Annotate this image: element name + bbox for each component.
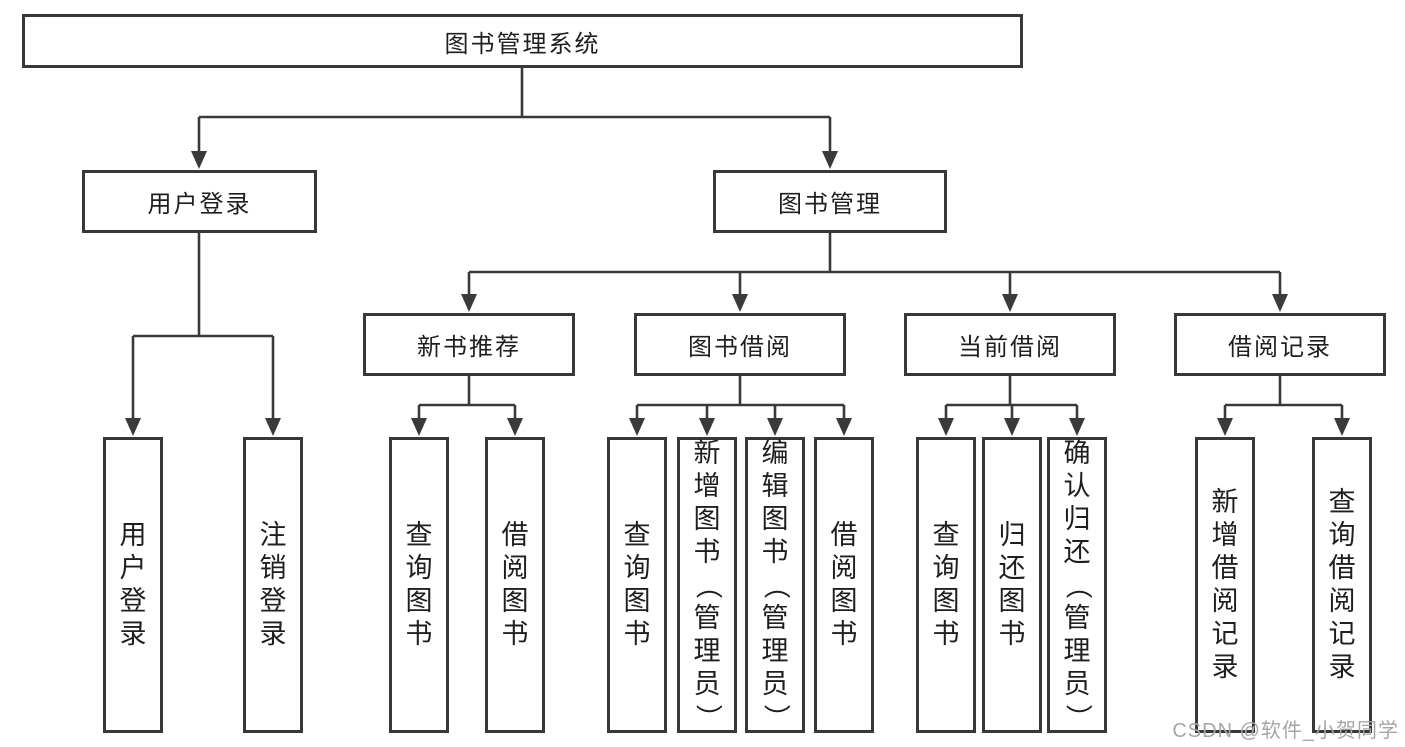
- node-current-borrow-label: 当前借阅: [958, 334, 1062, 361]
- node-book-borrow: 图书借阅: [634, 313, 846, 376]
- connector-lines: [197, 68, 832, 152]
- connector-new-books-to-leaves: [411, 376, 523, 436]
- leaf-borrow-add-books-admin: 新增图书（管理员）: [677, 437, 737, 733]
- connector-lines: [1223, 376, 1344, 419]
- arrowhead-icon: [1217, 418, 1233, 436]
- leaf-user-login: 用户登录: [103, 437, 163, 733]
- connector-root-to-level1: [191, 68, 838, 169]
- leaf-records-query-record: 查询借阅记录: [1312, 437, 1372, 733]
- leaf-newbooks-query-books: 查询图书: [389, 437, 449, 733]
- arrowhead-icon: [629, 418, 645, 436]
- leaf-records-add-record: 新增借阅记录: [1195, 437, 1255, 733]
- connector-lines: [417, 376, 517, 419]
- node-user-login-label: 用户登录: [147, 191, 252, 218]
- arrowhead-icon: [767, 418, 783, 436]
- connector-lines: [944, 376, 1079, 419]
- arrowhead-icon: [1069, 418, 1085, 436]
- leaf-borrow-edit-books-admin: 编辑图书（管理员）: [745, 437, 805, 733]
- node-book-borrow-label: 图书借阅: [688, 334, 792, 361]
- arrowhead-icon: [699, 418, 715, 436]
- arrowhead-icon: [1002, 294, 1018, 312]
- leaf-newbooks-borrow-books: 借阅图书: [485, 437, 545, 733]
- csdn-watermark: CSDN @软件_小贺同学: [1172, 720, 1399, 742]
- arrowhead-icon: [265, 418, 281, 436]
- node-book-management-label: 图书管理: [778, 191, 882, 218]
- arrowhead-icon: [732, 294, 748, 312]
- arrowhead-icon: [461, 294, 477, 312]
- node-root: 图书管理系统: [22, 14, 1023, 68]
- leaf-borrow-query-books: 查询图书: [607, 437, 667, 733]
- leaf-logout: 注销登录: [243, 437, 303, 733]
- arrowhead-icon: [507, 418, 523, 436]
- node-borrow-record-label: 借阅记录: [1228, 334, 1332, 361]
- node-borrow-record: 借阅记录: [1174, 313, 1386, 376]
- connector-lines: [467, 233, 1282, 295]
- arrowhead-icon: [411, 418, 427, 436]
- arrowhead-icon: [125, 418, 141, 436]
- connector-borrow-to-leaves: [629, 376, 852, 436]
- node-new-book-recommend-label: 新书推荐: [417, 334, 521, 361]
- node-current-borrow: 当前借阅: [904, 313, 1116, 376]
- arrowhead-icon: [191, 151, 207, 169]
- node-book-management: 图书管理: [713, 170, 947, 233]
- connector-user-login-to-leaves: [125, 233, 281, 436]
- node-new-book-recommend: 新书推荐: [363, 313, 575, 376]
- leaf-current-query-books: 查询图书: [916, 437, 976, 733]
- arrowhead-icon: [1004, 418, 1020, 436]
- arrowhead-icon: [1272, 294, 1288, 312]
- node-root-label: 图书管理系统: [444, 30, 601, 58]
- connector-lines: [131, 233, 275, 419]
- leaf-current-return-books: 归还图书: [982, 437, 1042, 733]
- leaf-current-confirm-return-admin: 确认归还（管理员）: [1047, 437, 1107, 733]
- arrowhead-icon: [836, 418, 852, 436]
- connector-records-to-leaves: [1217, 376, 1350, 436]
- node-user-login: 用户登录: [82, 170, 317, 233]
- connector-current-to-leaves: [938, 376, 1085, 436]
- arrowhead-icon: [822, 151, 838, 169]
- arrowhead-icon: [1334, 418, 1350, 436]
- connector-lines: [635, 376, 846, 419]
- connector-book-mgmt-to-level2: [461, 233, 1288, 312]
- leaf-borrow-borrow-books: 借阅图书: [814, 437, 874, 733]
- arrowhead-icon: [938, 418, 954, 436]
